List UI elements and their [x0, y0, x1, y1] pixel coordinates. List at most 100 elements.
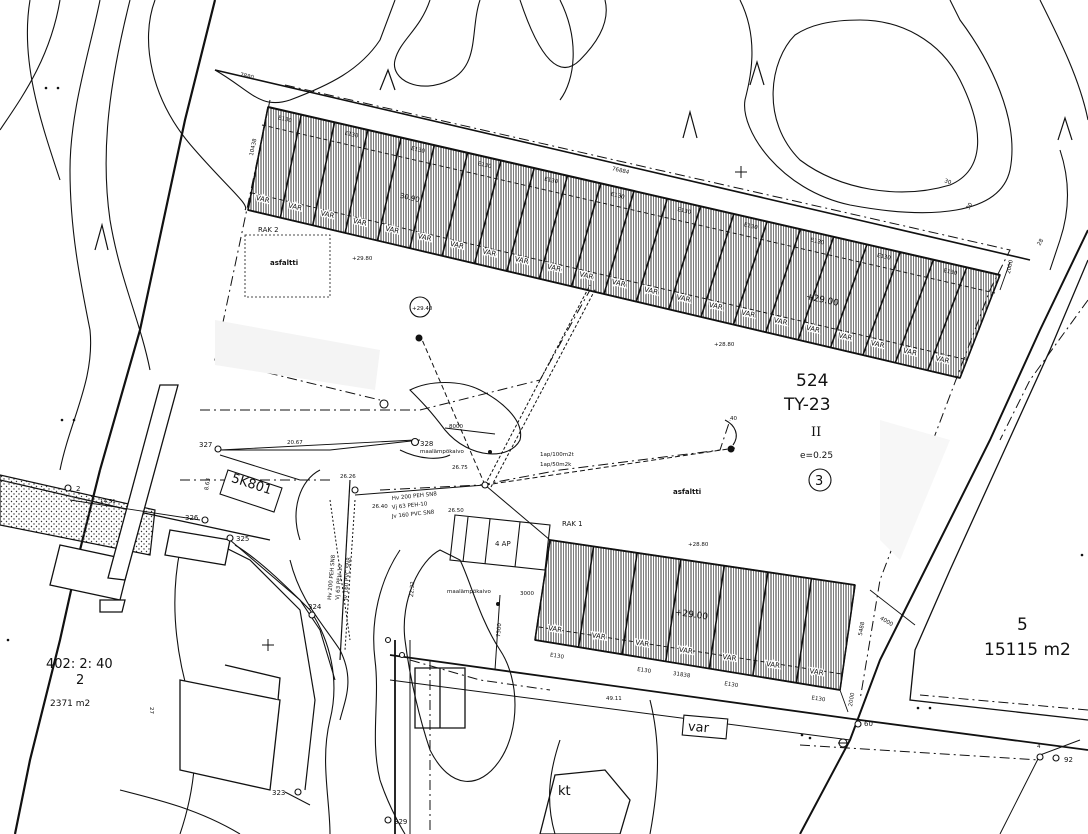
bay-divider	[538, 175, 569, 279]
rak2-label: RAK 2	[258, 226, 279, 234]
plot-left-number: 2	[76, 673, 84, 688]
e130-tag: E130	[544, 176, 559, 185]
bay-divider	[667, 206, 702, 310]
bay-var-label: VAR	[591, 631, 606, 641]
contour-28: 28	[1037, 238, 1046, 247]
smudge-left	[215, 320, 380, 390]
wells	[415, 334, 735, 606]
e130-tag: E130	[811, 695, 826, 703]
bay-divider	[664, 559, 682, 662]
dim-4911: 49.11	[606, 696, 622, 702]
bay-divider	[926, 267, 968, 371]
dim-8000: 8000	[449, 424, 463, 430]
bay-divider	[700, 213, 735, 318]
left-buildings	[49, 384, 281, 791]
bay-divider	[311, 122, 336, 226]
plot-right-area: 15115 m2	[984, 640, 1071, 660]
height-2840: 26.40	[372, 504, 388, 510]
kt-building	[414, 667, 631, 834]
bay-divider	[795, 578, 813, 683]
height-2626: 26.26	[340, 474, 356, 480]
plot-efficiency: e=0.25	[800, 451, 833, 461]
point-329: 329	[394, 818, 407, 826]
point-327: 327	[199, 441, 212, 449]
asfaltti-main: asfaltti	[673, 488, 701, 496]
bay-var-label: VAR	[678, 646, 693, 656]
point-323: 323	[272, 789, 285, 797]
bay-divider	[279, 114, 303, 218]
bay-divider	[635, 198, 669, 302]
dot-marks	[6, 86, 1084, 740]
height-2675: 26.75	[452, 465, 468, 471]
bay-divider	[577, 546, 595, 648]
bay-var-label: VAR	[548, 624, 563, 634]
height-2880: +28.80	[714, 342, 735, 348]
dim-2232: 22.32	[409, 581, 416, 597]
var-box-label: var	[687, 720, 710, 737]
plot-zone: TY-23	[783, 395, 831, 415]
bay-divider	[829, 244, 868, 348]
parking-rule-1: 1ap/100m2t	[540, 452, 575, 458]
bay-var-label: VAR	[809, 667, 824, 677]
pipe-lines	[329, 284, 736, 671]
var-box	[681, 714, 729, 740]
maalampokaivo-2: maalämpökaivo	[447, 589, 491, 595]
pipe-b2: Vj 63 PEH-10	[335, 564, 344, 601]
contour-27: 27	[148, 707, 154, 714]
height-2880b: +28.80	[688, 542, 709, 548]
contour-40: 40	[730, 416, 737, 422]
asfaltti-left: asfaltti	[270, 259, 298, 267]
height-2940: +29.40	[412, 306, 433, 312]
bay-divider	[570, 183, 602, 287]
point-2: 2	[76, 485, 80, 493]
dim-76884: 76884	[611, 166, 630, 176]
dim-31838: 31838	[673, 671, 692, 679]
contour-30a: 30	[943, 178, 952, 186]
bay-divider	[344, 129, 369, 234]
dim-4000: 4000	[879, 616, 895, 628]
bay-divider	[862, 251, 901, 356]
e130-tag: E130	[550, 653, 565, 661]
contour-30b: 30	[966, 202, 975, 211]
plot-floors: II	[811, 425, 821, 440]
pipe-b3: Jv 160 PVC SN8	[343, 557, 353, 601]
dim-10438: 10438	[249, 138, 259, 157]
dim-1451: 14.51	[100, 499, 116, 505]
e130-tag: E130	[344, 131, 359, 140]
height-2650: 26.50	[448, 508, 464, 514]
well-arc-marker	[724, 419, 737, 446]
height-2980: +29.80	[352, 256, 373, 262]
bay-divider	[708, 565, 726, 669]
bay-var-label: VAR	[722, 653, 737, 663]
e130-tag: E130	[277, 115, 292, 124]
slope-symbols	[94, 59, 1073, 251]
e130-tag: E130	[810, 238, 825, 247]
bay-divider	[603, 190, 635, 295]
plot-number: 524	[796, 371, 828, 391]
road-label-box	[219, 469, 283, 513]
e130-tag: E130	[477, 161, 492, 170]
parking-rule-2: 1ap/50m2k	[540, 462, 572, 468]
e130-tag: E130	[610, 192, 625, 201]
dim-2000b: 2000	[848, 692, 856, 707]
e130-tag: E130	[724, 681, 739, 689]
bay-var-label: VAR	[635, 639, 650, 649]
plot-area-code: 3	[815, 474, 823, 489]
bay-divider	[247, 106, 269, 211]
bay-divider	[797, 236, 835, 341]
e130-tag: E130	[943, 268, 958, 277]
smudge-right	[880, 420, 950, 560]
plot-right-number: 5	[1017, 615, 1028, 635]
dim-5488: 5488	[858, 621, 866, 636]
dim-7880: 7880	[239, 72, 254, 81]
e130-tag: E130	[410, 146, 425, 155]
bay-divider	[506, 167, 535, 272]
dim-2067: 20.67	[287, 440, 303, 446]
dim-863: 8.63	[204, 477, 212, 491]
point-60: 60	[864, 720, 873, 728]
e130-tag: E130	[677, 207, 692, 216]
bay-divider	[894, 259, 935, 364]
